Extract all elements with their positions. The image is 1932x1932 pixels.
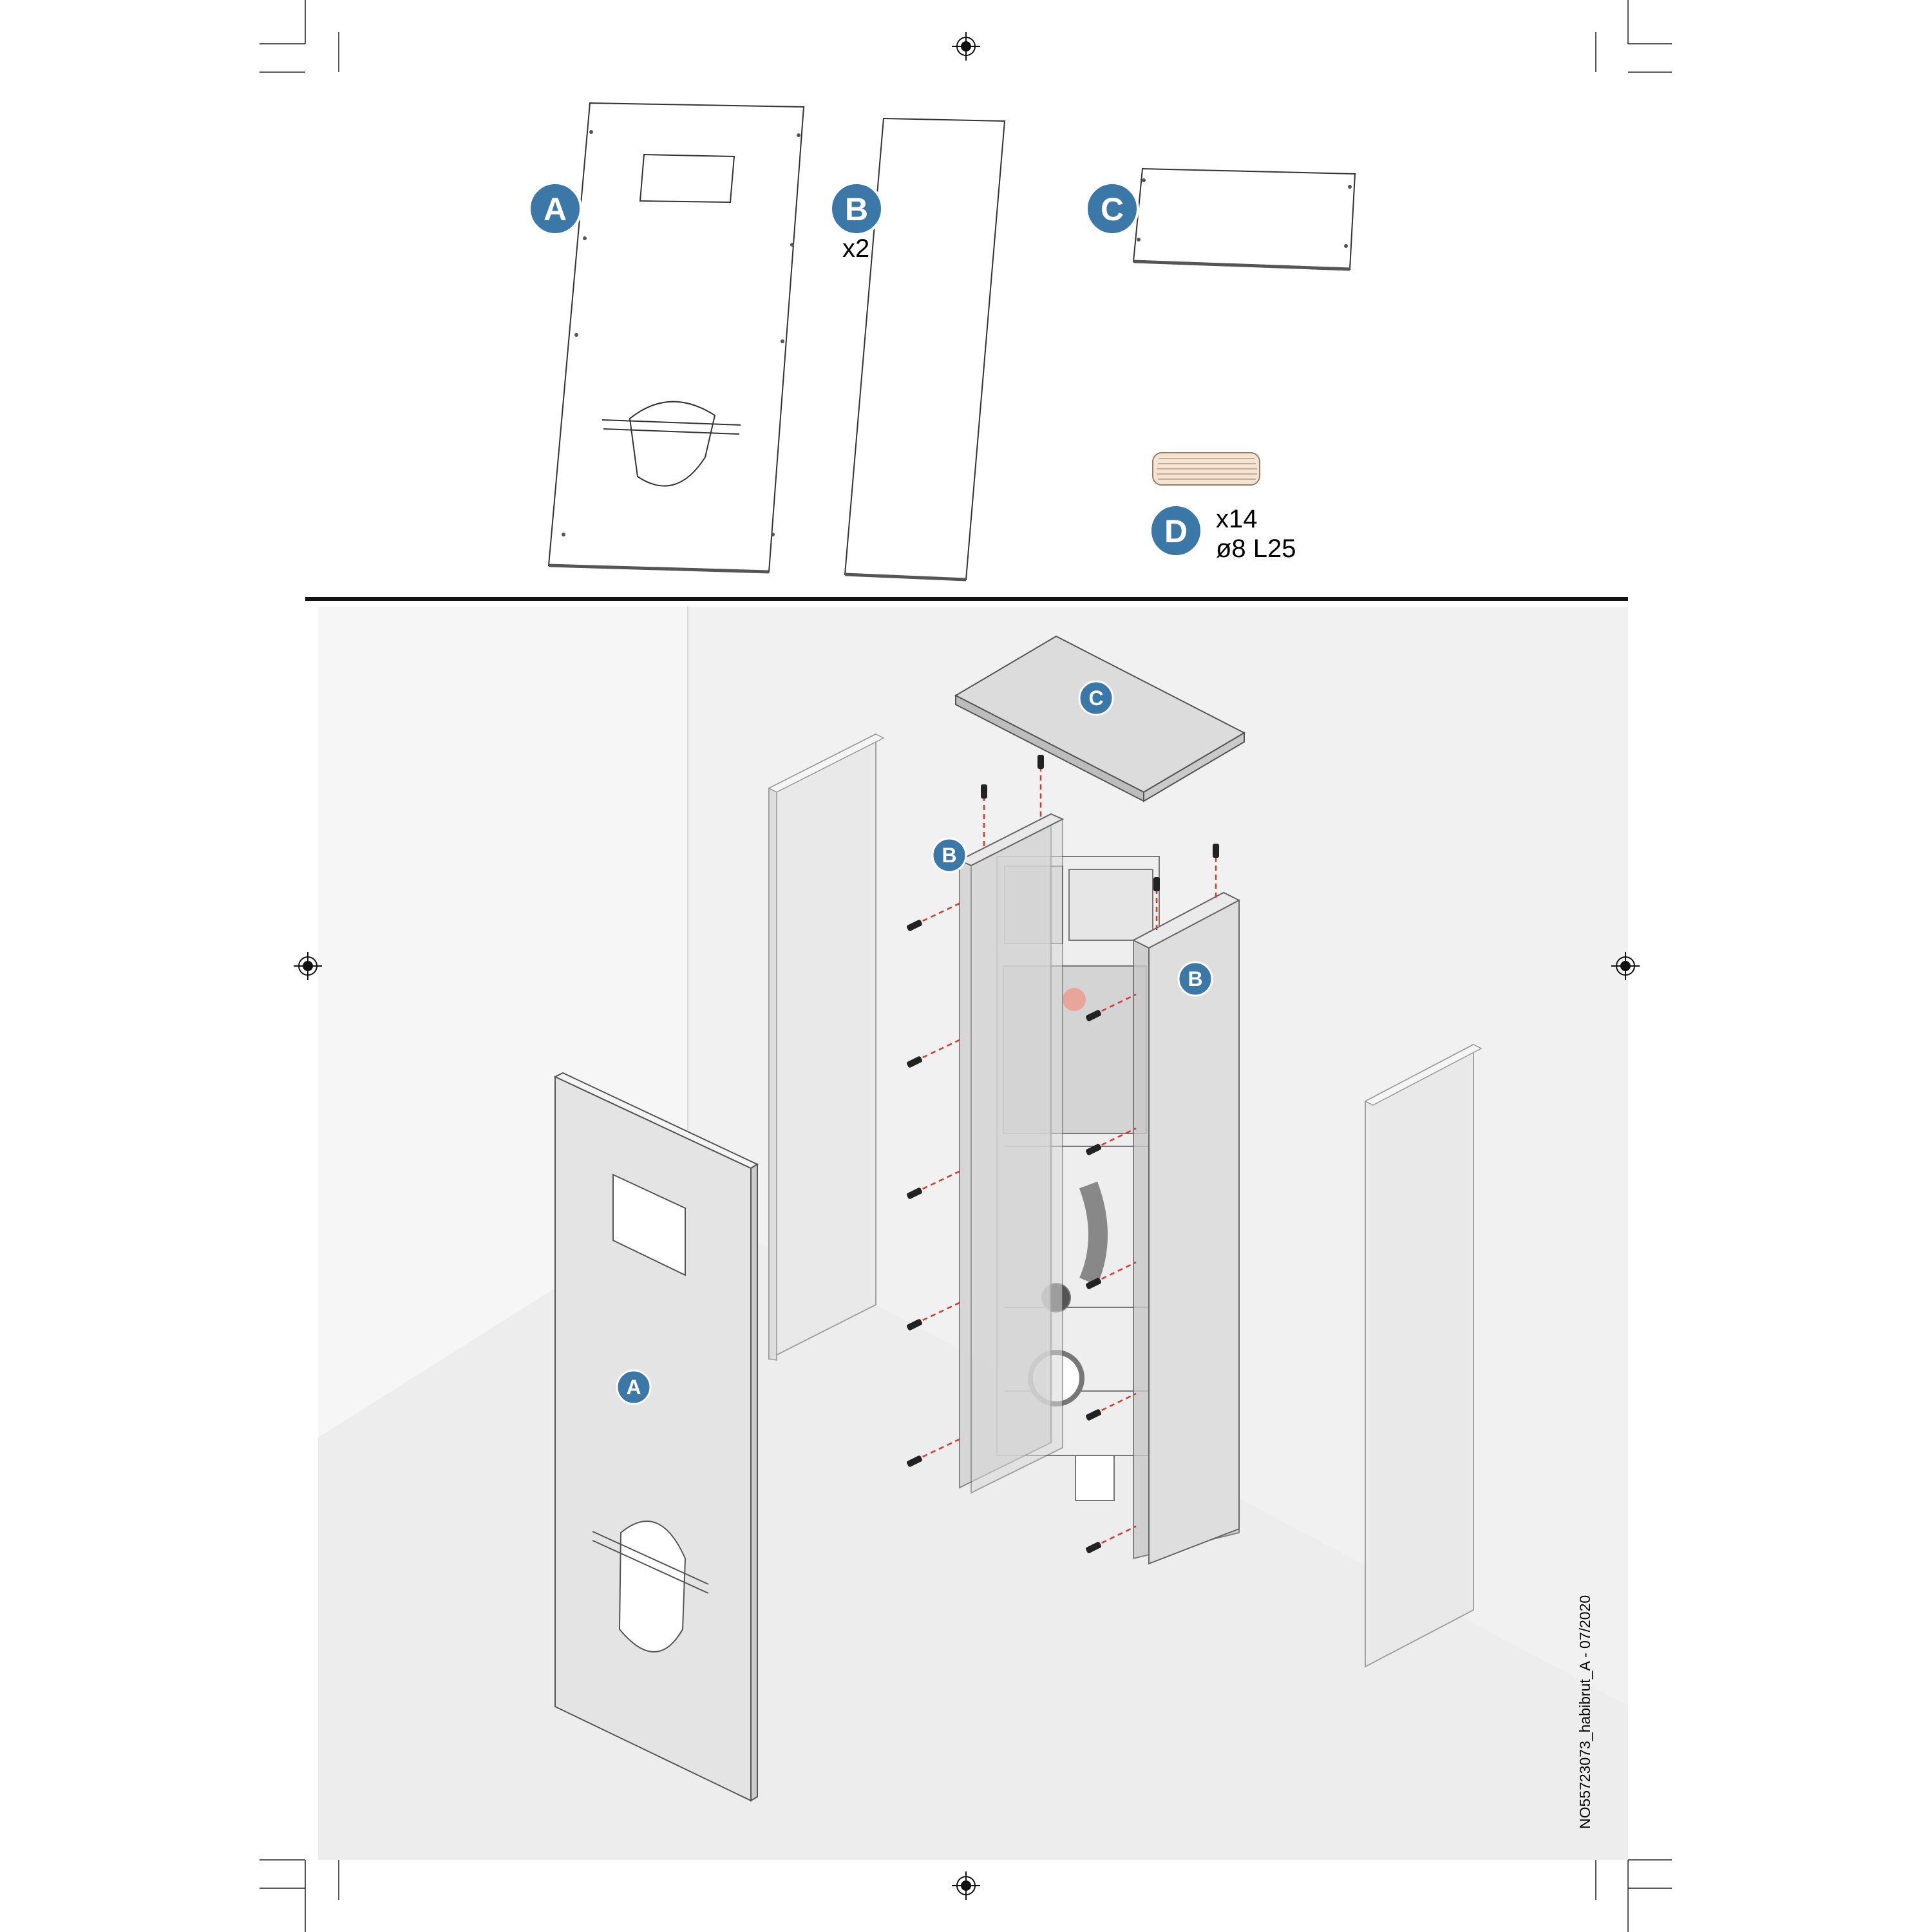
part-c-panel-drawing	[1132, 167, 1356, 271]
front-panel-a	[553, 1072, 759, 1802]
part-a-panel-drawing	[547, 102, 805, 574]
badge-c-circle	[1085, 182, 1139, 236]
ghost-side-panel-right	[1364, 1043, 1482, 1668]
top-panel-c	[954, 635, 1246, 802]
part-a-label: A	[543, 191, 567, 227]
side-panel-b-left	[958, 813, 1065, 1494]
side-panel-b-right	[1132, 891, 1241, 1565]
dowel-icon	[1152, 452, 1260, 486]
registration-mark-right	[1611, 952, 1640, 980]
registration-mark-top	[952, 32, 980, 61]
front-panel-bowl-opening	[618, 1520, 687, 1653]
dowel-leaders	[914, 766, 1217, 1548]
part-c-label: C	[1100, 191, 1124, 227]
assembly-label-c: C	[1088, 687, 1104, 710]
part-d-spec: ø8 L25	[1216, 535, 1296, 563]
assembly-badge-b-left-circle	[931, 837, 967, 873]
assembly-badge-a-circle	[616, 1369, 652, 1405]
assembly-label-b-left: B	[942, 844, 957, 867]
part-b-quantity: x2	[842, 234, 870, 263]
assembly-badge-b-right-circle	[1177, 961, 1213, 997]
ghost-side-panel-left	[768, 733, 885, 1361]
badge-b-circle	[829, 182, 884, 236]
assembly-badge-c-circle	[1078, 680, 1114, 716]
assembly-label-b-right: B	[1188, 967, 1203, 990]
badge-d-circle	[1149, 504, 1203, 558]
dowels	[907, 755, 1219, 1553]
part-a-cistern-opening	[639, 153, 735, 204]
part-b-panel-drawing	[844, 117, 1006, 582]
part-d-quantity: x14	[1216, 505, 1258, 533]
document-reference: NO55723073_habibrut_A - 07/2020	[1577, 1595, 1593, 1829]
front-panel-cistern-opening	[612, 1173, 686, 1276]
part-d-label: D	[1164, 513, 1188, 549]
part-b-label: B	[844, 191, 869, 227]
registration-mark-left	[294, 952, 322, 980]
badge-a-circle	[528, 182, 582, 236]
registration-mark-bottom	[952, 1871, 980, 1900]
assembly-label-a: A	[626, 1376, 641, 1399]
